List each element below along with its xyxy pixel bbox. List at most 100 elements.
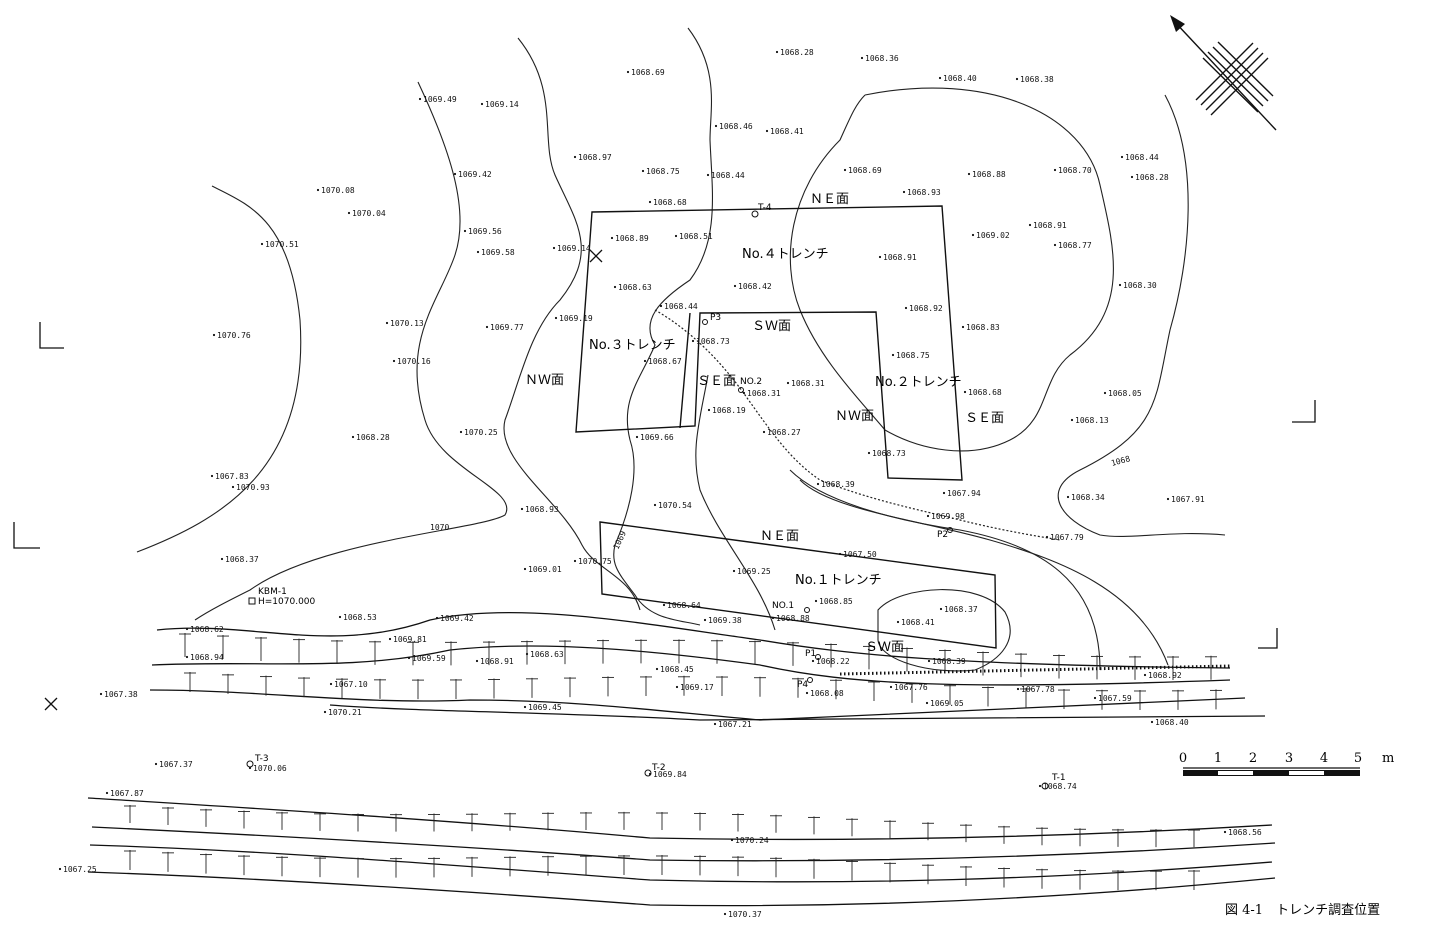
road-line	[87, 797, 1273, 841]
elevation-label: 1070.25	[464, 428, 498, 437]
elevation-point	[1053, 243, 1057, 247]
elevation-point	[733, 284, 737, 288]
elevation-point	[552, 246, 556, 250]
scale-tick-1: 1	[1214, 751, 1222, 766]
elevation-point	[1070, 418, 1074, 422]
trench-no4-outline	[575, 205, 963, 481]
road-terraces	[87, 611, 1276, 907]
scale-tick-0: 0	[1179, 751, 1187, 766]
elevation-label: 1070.06	[253, 764, 287, 773]
elevation-point	[771, 616, 775, 620]
elevation-label: 1067.91	[1171, 495, 1205, 504]
elevation-label: 1068.40	[943, 74, 977, 83]
elevation-label: 1068.94	[190, 653, 224, 662]
elevation-point	[963, 390, 967, 394]
elevation-label: 1068.91	[883, 253, 917, 262]
elevation-label: 1070.54	[658, 501, 692, 510]
elevation-point	[453, 172, 457, 176]
elevation-label: 1070.76	[217, 331, 251, 340]
figure-caption: 図 4-1 トレンチ調査位置	[1225, 903, 1380, 918]
elevation-label: 1068.27	[767, 428, 801, 437]
terrace-hatch-ticks	[124, 633, 1222, 891]
elevation-label: 1068.19	[712, 406, 746, 415]
elevation-point	[674, 234, 678, 238]
elevation-label: 1068.28	[1135, 173, 1169, 182]
elevation-point	[732, 569, 736, 573]
elevation-label: 1067.59	[1098, 694, 1132, 703]
elevation-point	[573, 155, 577, 159]
road-line	[87, 871, 1276, 907]
trench-no2-nw-face: ＮＷ面	[835, 409, 874, 424]
elevation-point	[843, 168, 847, 172]
elevation-point	[485, 325, 489, 329]
elevation-point	[435, 616, 439, 620]
elevation-point	[641, 169, 645, 173]
elevation-label: 1068.69	[848, 166, 882, 175]
point-marker	[702, 319, 708, 325]
elevation-point	[210, 474, 214, 478]
elevation-label: 1068.89	[615, 234, 649, 243]
trench-no2-se-face: ＳＥ面	[965, 411, 1004, 426]
elevation-label: 1068.41	[901, 618, 935, 627]
elevation-label: 1069.49	[423, 95, 457, 104]
elevation-label: 1070.16	[397, 357, 431, 366]
elevation-point	[775, 50, 779, 54]
elevation-label: 1069.84	[653, 770, 687, 779]
contour-label-1070: 1070	[430, 523, 449, 532]
elevation-point	[765, 129, 769, 133]
elevation-point	[662, 603, 666, 607]
elevation-label: 1067.21	[718, 720, 752, 729]
trench-no3-label: No.３トレンチ	[589, 338, 676, 353]
elevation-point	[1053, 168, 1057, 172]
elevation-label: 1067.37	[159, 760, 193, 769]
elevation-label: 1070.75	[578, 557, 612, 566]
elevation-point	[220, 557, 224, 561]
elevation-label: 1068.63	[530, 650, 564, 659]
elevation-label: 1069.81	[393, 635, 427, 644]
cross-mark	[589, 249, 603, 263]
elevation-label: 1069.17	[680, 683, 714, 692]
point-marker	[807, 677, 813, 683]
elevation-point	[388, 637, 392, 641]
contour-line	[136, 185, 302, 553]
road-line	[89, 844, 1273, 883]
point-p1: P1	[805, 649, 816, 659]
elevation-label: 1068.85	[819, 597, 853, 606]
point-p2: P2	[937, 530, 948, 540]
point-t2: T-2	[651, 763, 666, 773]
elevation-label: 1067.38	[104, 690, 138, 699]
elevation-label: 1067.10	[334, 680, 368, 689]
elevation-label: 1068.34	[1071, 493, 1105, 502]
elevation-label: 1069.42	[458, 170, 492, 179]
elevation-point	[610, 236, 614, 240]
elevation-label: 1068.37	[225, 555, 259, 564]
elevation-label: 1069.02	[976, 231, 1010, 240]
elevation-point	[967, 172, 971, 176]
contour-line	[194, 81, 508, 621]
elevation-point	[1103, 391, 1107, 395]
elevation-label: 1068.75	[646, 167, 680, 176]
elevation-point	[867, 451, 871, 455]
elevation-point	[1118, 283, 1122, 287]
elevation-label: 1068.75	[896, 351, 930, 360]
elevation-label: 1068.36	[865, 54, 899, 63]
elevation-label: 1069.38	[708, 616, 742, 625]
elevation-label: 1068.44	[664, 302, 698, 311]
elevation-label: 1068.08	[810, 689, 844, 698]
elevation-point	[1066, 495, 1070, 499]
elevation-label: 1068.44	[1125, 153, 1159, 162]
elevation-label: 1068.92	[1148, 671, 1182, 680]
benchmark-marker	[248, 597, 256, 605]
point-marker	[804, 607, 810, 613]
point-t4: T-4	[757, 203, 772, 213]
elevation-point	[185, 627, 189, 631]
contour-line	[789, 87, 1114, 452]
north-arrow-icon	[1170, 15, 1277, 131]
elevation-label: 1067.50	[843, 550, 877, 559]
contour-line	[1057, 94, 1226, 537]
elevation-label: 1068.42	[738, 282, 772, 291]
elevation-point	[154, 762, 158, 766]
elevation-label: 1068.91	[1033, 221, 1067, 230]
elevation-point	[1150, 720, 1154, 724]
benchmark-label: KBM-1	[258, 587, 287, 597]
